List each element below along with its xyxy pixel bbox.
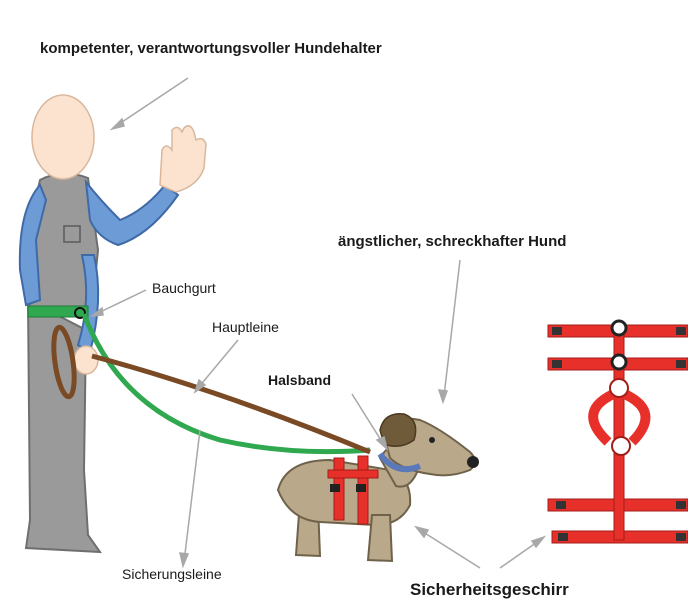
label-hauptleine: Hauptleine [212,319,279,335]
label-sicherheitsgeschirr: Sicherheitsgeschirr [410,580,569,600]
label-hundehalter: kompetenter, verantwortungsvoller Hundeh… [40,40,382,57]
main-leash [92,356,370,452]
label-halsband: Halsband [268,372,331,388]
label-hund: ängstlicher, schreckhafter Hund [338,233,566,250]
label-bauchgurt: Bauchgurt [152,280,216,296]
harness-icon [548,321,688,543]
label-sicherungsleine: Sicherungsleine [122,566,222,582]
person-figure-icon [20,95,206,552]
